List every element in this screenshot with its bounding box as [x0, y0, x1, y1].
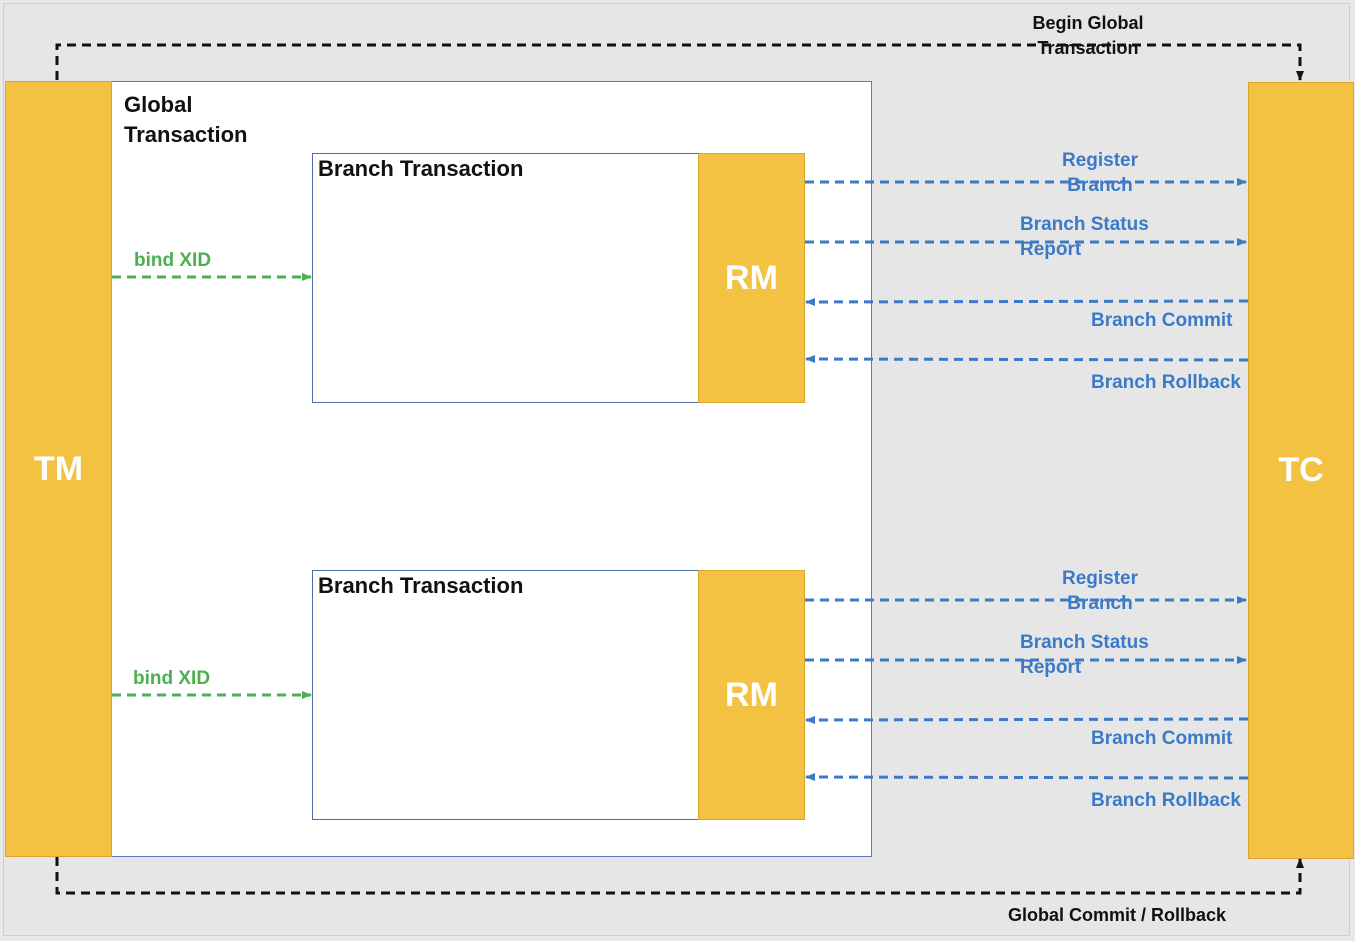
bind-xid-label-2: bind XID: [133, 668, 211, 689]
rm-box-1: RM: [698, 153, 805, 403]
branch-transaction-title-1: Branch Transaction: [318, 156, 524, 181]
rm-label-2: RM: [725, 675, 778, 714]
branch-commit-label-2: Branch Commit: [1091, 728, 1233, 749]
begin-global-transaction-arrow: [55, 43, 1304, 81]
rm-box-2: RM: [698, 570, 805, 820]
branch-commit-arrow-1: [805, 297, 1249, 306]
global-commit-rollback-arrow: [55, 857, 1304, 895]
branch-transaction-box-1: Branch Transaction: [312, 153, 699, 403]
branch-commit-label-1: Branch Commit: [1091, 310, 1233, 331]
global-transaction-label: Global Transaction: [124, 92, 248, 147]
tm-box: TM: [5, 81, 112, 857]
branch-transaction-title-2: Branch Transaction: [318, 573, 524, 598]
branch-rollback-arrow-1: [805, 355, 1249, 364]
branch-rollback-label-2: Branch Rollback: [1091, 790, 1241, 811]
tm-label: TM: [33, 449, 84, 488]
bind-xid-label-1: bind XID: [134, 250, 212, 271]
branch-rollback-label-1: Branch Rollback: [1091, 372, 1241, 393]
branch-rollback-arrow-2: [805, 773, 1249, 782]
rm-label-1: RM: [725, 258, 778, 297]
global-commit-rollback-label: Global Commit / Rollback: [1008, 905, 1227, 925]
branch-commit-arrow-2: [805, 715, 1249, 724]
register-branch-label-1: Register Branch: [1061, 150, 1139, 196]
register-branch-label-2: Register Branch: [1061, 568, 1139, 614]
tc-box: TC: [1248, 82, 1354, 859]
branch-status-report-label-1: Branch Status Report: [1020, 214, 1149, 260]
branch-status-report-label-2: Branch Status Report: [1020, 632, 1149, 678]
branch-transaction-box-2: Branch Transaction: [312, 570, 699, 820]
tc-label: TC: [1278, 451, 1324, 489]
begin-global-transaction-label: Begin Global Transaction: [1032, 13, 1144, 58]
